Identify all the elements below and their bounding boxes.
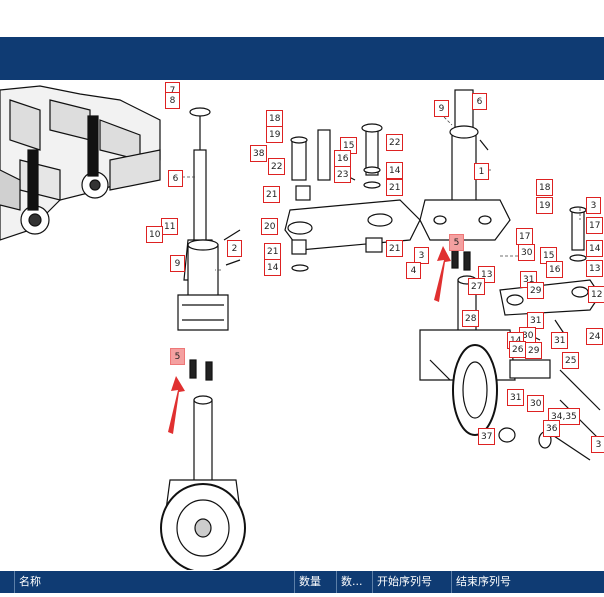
callout-37[interactable]: 37: [478, 428, 496, 445]
callout-30[interactable]: 30: [527, 395, 545, 412]
callout-3[interactable]: 3: [591, 436, 604, 453]
callout-16[interactable]: 16: [334, 150, 352, 167]
callout-36[interactable]: 36: [543, 420, 561, 437]
callout-9[interactable]: 9: [170, 255, 185, 272]
callout-5-highlighted[interactable]: 5: [449, 234, 464, 251]
callout-29[interactable]: 29: [527, 282, 545, 299]
callout-18[interactable]: 18: [266, 110, 284, 127]
center-bracket-assembly: [284, 123, 440, 272]
callout-26[interactable]: 26: [509, 341, 527, 358]
callout-3[interactable]: 3: [414, 247, 429, 264]
top-header-bar: [0, 37, 604, 80]
callout-1[interactable]: 1: [474, 163, 489, 180]
machine-overview-illustration: [0, 85, 161, 241]
callout-24[interactable]: 24: [586, 328, 604, 345]
callout-6[interactable]: 6: [168, 170, 183, 187]
callout-21[interactable]: 21: [264, 243, 282, 260]
callout-19[interactable]: 19: [536, 197, 554, 214]
callout-21[interactable]: 21: [263, 186, 281, 203]
callout-14[interactable]: 14: [264, 259, 282, 276]
callout-17[interactable]: 17: [586, 217, 604, 234]
column-header-start-serial[interactable]: 开始序列号: [372, 571, 451, 593]
callout-21[interactable]: 21: [386, 179, 404, 196]
callout-16[interactable]: 16: [546, 261, 564, 278]
table-body-top: [0, 593, 604, 597]
callout-8[interactable]: 8: [165, 92, 180, 109]
exploded-view-drawing: [0, 85, 601, 570]
callout-20[interactable]: 20: [261, 218, 279, 235]
callout-6[interactable]: 6: [472, 93, 487, 110]
callout-18[interactable]: 18: [536, 179, 554, 196]
right-detail-parts: [498, 206, 601, 461]
annotation-arrows: [168, 246, 451, 434]
callout-12[interactable]: 12: [588, 286, 604, 303]
callout-31[interactable]: 31: [507, 389, 525, 406]
callout-9[interactable]: 9: [434, 100, 449, 117]
callout-4[interactable]: 4: [406, 262, 421, 279]
callout-5-highlighted[interactable]: 5: [170, 348, 185, 365]
callout-22[interactable]: 22: [386, 134, 404, 151]
callout-27[interactable]: 27: [468, 278, 486, 295]
parts-table-header: 名称 数量 数... 开始序列号 结束序列号: [0, 571, 604, 593]
column-header-end-serial[interactable]: 结束序列号: [451, 571, 604, 593]
left-jack-assembly: [160, 107, 246, 570]
callout-11[interactable]: 11: [161, 218, 179, 235]
column-header-quantity[interactable]: 数量: [294, 571, 336, 593]
callout-2[interactable]: 2: [227, 240, 242, 257]
callout-28[interactable]: 28: [462, 310, 480, 327]
callout-29[interactable]: 29: [525, 342, 543, 359]
callout-22[interactable]: 22: [268, 158, 286, 175]
column-header-name[interactable]: 名称: [14, 571, 294, 593]
callout-30[interactable]: 30: [518, 244, 536, 261]
callout-14[interactable]: 14: [586, 240, 604, 257]
callout-23[interactable]: 23: [334, 166, 352, 183]
column-header-quantity-2[interactable]: 数...: [336, 571, 372, 593]
callout-19[interactable]: 19: [266, 126, 284, 143]
callout-25[interactable]: 25: [562, 352, 580, 369]
callout-21[interactable]: 21: [386, 240, 404, 257]
callout-10[interactable]: 10: [146, 226, 164, 243]
callout-38[interactable]: 38: [250, 145, 268, 162]
callout-31[interactable]: 31: [551, 332, 569, 349]
callout-17[interactable]: 17: [516, 228, 534, 245]
callout-3[interactable]: 3: [586, 197, 601, 214]
callout-14[interactable]: 14: [386, 162, 404, 179]
callout-13[interactable]: 13: [586, 260, 604, 277]
parts-diagram: 7 8 18 19 38 22 15 16 23 22 14 21 21 6 2…: [0, 80, 604, 570]
column-header-blank[interactable]: [0, 571, 14, 593]
right-jack-assembly: [419, 89, 516, 436]
